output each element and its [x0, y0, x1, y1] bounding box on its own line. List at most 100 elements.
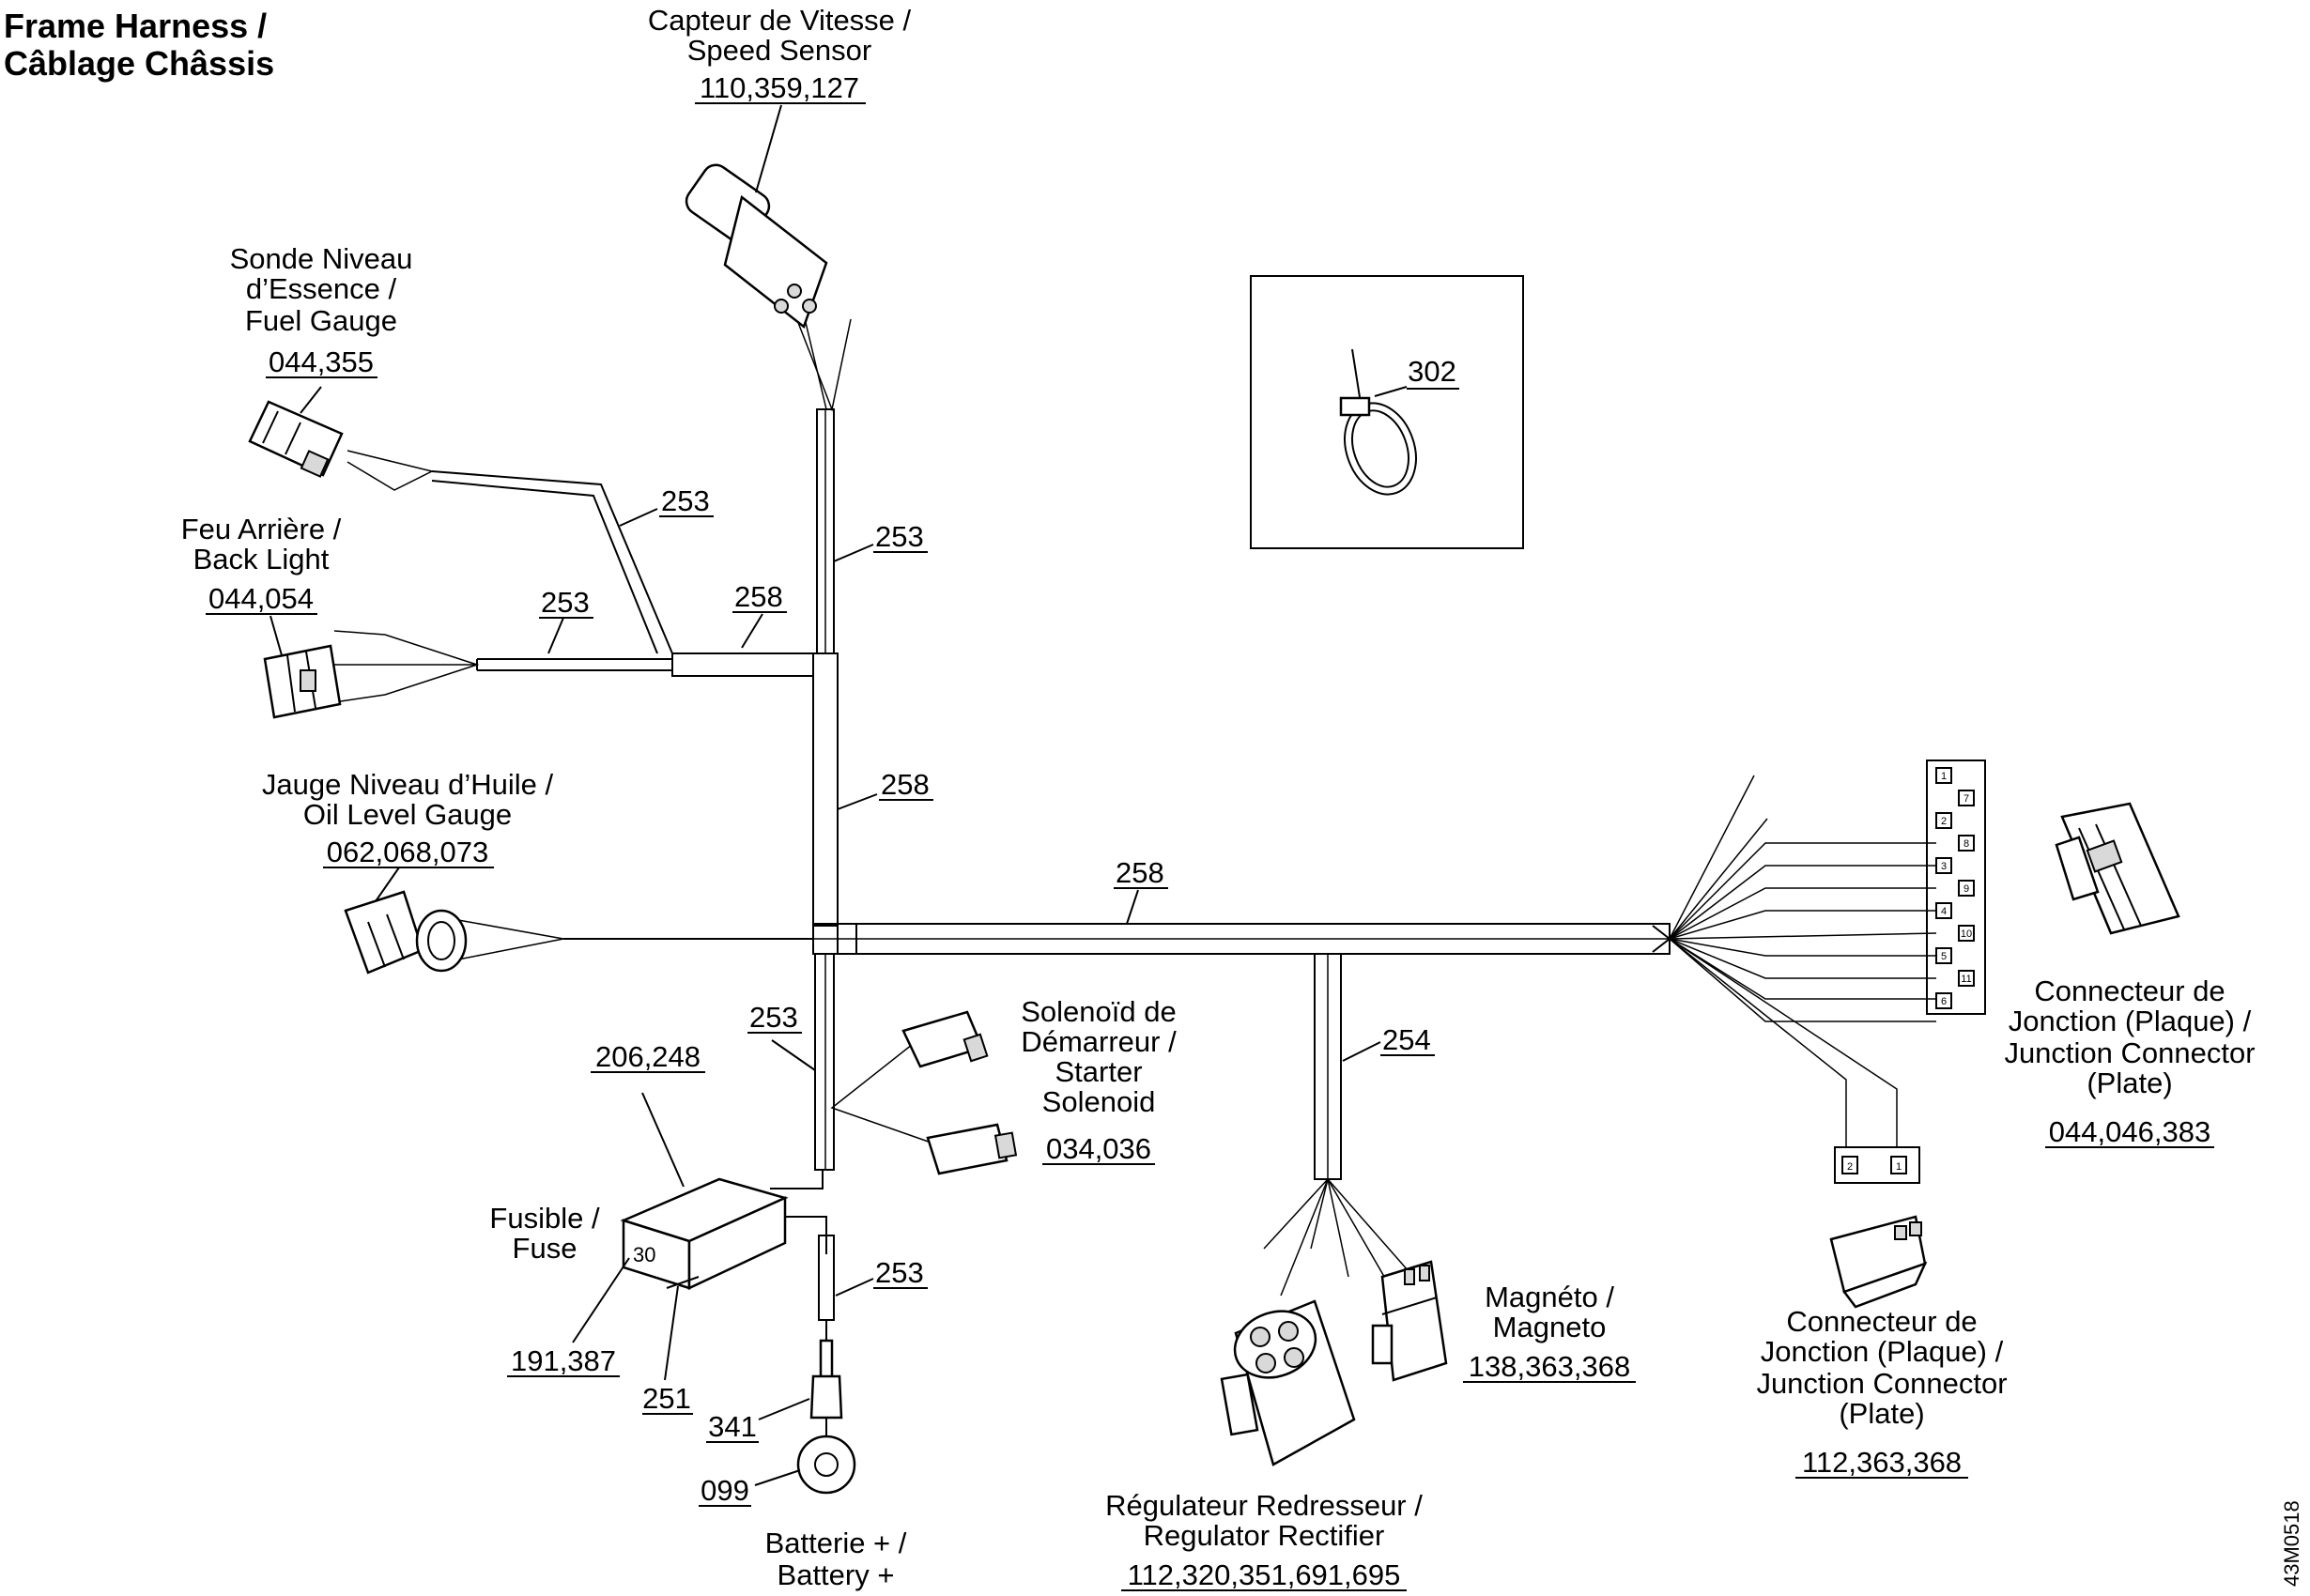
- junction-2-pin-1: [1894, 1225, 1907, 1240]
- oil-gauge-cap-inner: [427, 921, 455, 960]
- magneto-pin-1: [1404, 1268, 1415, 1285]
- cable-tie-inset: 302: [1250, 275, 1524, 549]
- oil-gauge-ref: 062,068,073: [327, 836, 488, 868]
- fan-wire-4: [1669, 865, 1936, 940]
- cable-tie-leader: [1374, 386, 1408, 397]
- fuse-ref: 191,387: [511, 1344, 616, 1377]
- regulator-wires-a: [1263, 1178, 1329, 1297]
- callout-253-bl: 253: [541, 586, 590, 619]
- pin-box-2: [1935, 812, 1952, 829]
- junction-1-body: [2060, 802, 2180, 935]
- battery-label-2: Battery +: [778, 1558, 895, 1591]
- harness-callouts: 253 253 253 258 258 258 253 254 253: [539, 484, 1435, 1297]
- fuse-holder-leader: [641, 1092, 685, 1188]
- solenoid-label-3: Starter: [1055, 1055, 1142, 1088]
- regulator-label-1: Régulateur Redresseur /: [1105, 1489, 1423, 1522]
- pin-label-4: 3: [1941, 861, 1947, 872]
- fuse-label-1: Fusible /: [489, 1202, 600, 1235]
- battery-terminal-barrel: [809, 1374, 843, 1420]
- magneto-latch: [1371, 1324, 1394, 1365]
- solenoid-label-4: Solenoid: [1042, 1085, 1156, 1118]
- junction-2-pin-2: [1909, 1221, 1922, 1236]
- oil-gauge-body: [344, 890, 424, 974]
- fan-wire-8: [1669, 938, 1936, 957]
- oil-gauge-wire-fan: [457, 919, 564, 960]
- solenoid-label-1: Solenoïd de: [1021, 995, 1176, 1028]
- fuse-holder: 30 206,248 Fusible / Fuse 191,387 251: [489, 1040, 827, 1415]
- magneto-label-2: Magneto: [1493, 1311, 1607, 1343]
- fan-wire-5: [1669, 887, 1936, 940]
- callout-254-leader: [1342, 1041, 1381, 1062]
- title-line-2: Câblage Châssis: [4, 44, 274, 83]
- fuel-gauge-connector: Sonde Niveau d’Essence / Fuel Gauge 044,…: [230, 242, 435, 491]
- pin-box-8: [1935, 947, 1952, 964]
- callout-258-mt-leader: [1126, 889, 1139, 925]
- fan-wire-1: [1669, 775, 1755, 940]
- magneto-ref: 138,363,368: [1469, 1350, 1630, 1383]
- junction-2-label-1: Connecteur de: [1786, 1305, 1977, 1338]
- pin-label-9: 11: [1961, 974, 1971, 985]
- pin-box-0: [1935, 767, 1952, 784]
- junction-1-ref: 044,046,383: [2049, 1115, 2210, 1148]
- regulator-latch: [1220, 1373, 1259, 1436]
- oil-level-gauge-connector: Jauge Niveau d’Huile / Oil Level Gauge 0…: [262, 768, 813, 974]
- pin-label-0: 1: [1941, 771, 1947, 782]
- fuel-gauge-label-1: Sonde Niveau: [230, 242, 413, 275]
- pin-label-10: 6: [1941, 996, 1947, 1007]
- speed-sensor-ref: 110,359,127: [700, 71, 859, 104]
- battery-crimp: [819, 1339, 834, 1380]
- magneto-wire-1: [1327, 1178, 1391, 1287]
- junction-2-ref: 112,363,368: [1802, 1446, 1962, 1479]
- battery-lead: 341 099 Batterie + / Battery +: [699, 1235, 907, 1591]
- junction-pin-block-bottom: 2 1: [1834, 1146, 1920, 1184]
- magneto-pin-2: [1419, 1265, 1430, 1281]
- callout-258-vm-leader: [837, 793, 878, 810]
- fuse-leader-251: [664, 1285, 679, 1381]
- callout-258-jl-leader: [741, 613, 763, 649]
- fuel-gauge-ref: 044,355: [269, 345, 374, 378]
- fuse-feed-wire: [770, 1170, 824, 1189]
- cable-tie-loop-inner: [1351, 409, 1409, 488]
- pin-box-10: [1935, 992, 1952, 1009]
- junction-1-label-3: Junction Connector: [2004, 1036, 2255, 1069]
- junction-connector-plate-2: Connecteur de Jonction (Plaque) / Juncti…: [1756, 1215, 2008, 1479]
- junction-2-lip: [1841, 1261, 1928, 1309]
- fan-wire-2: [1669, 818, 1768, 940]
- junction-1-label-2: Jonction (Plaque) /: [2009, 1005, 2252, 1037]
- oil-gauge-label-1: Jauge Niveau d’Huile /: [262, 768, 554, 801]
- fuse-ref-2: 251: [642, 1382, 691, 1415]
- battery-ref: 099: [701, 1474, 749, 1507]
- fuel-gauge-body: [248, 400, 344, 477]
- callout-253-bt-leader: [835, 1278, 874, 1297]
- pin-label-1: 7: [1964, 793, 1969, 805]
- junction-1-rib-1: [2078, 827, 2125, 930]
- pin-label-5: 9: [1964, 883, 1969, 895]
- drawing-code: 43M0518: [2280, 1500, 2303, 1587]
- back-light-label-1: Feu Arrière /: [181, 513, 342, 545]
- fuel-gauge-label-3: Fuel Gauge: [245, 304, 397, 337]
- cable-tie-head: [1339, 396, 1371, 417]
- magneto-label-1: Magnéto /: [1485, 1281, 1614, 1313]
- junction-1-rib-2: [2095, 823, 2142, 927]
- speed-sensor-connector: Capteur de Vitesse / Speed Sensor 110,35…: [648, 4, 912, 412]
- starter-solenoid-connectors: Solenoïd de Démarreur / Starter Solenoid…: [830, 995, 1177, 1175]
- solenoid-wires: [830, 1022, 940, 1146]
- pin-box-3: [1958, 835, 1975, 852]
- callout-258-jl: 258: [734, 580, 783, 613]
- pin-box-9: [1958, 970, 1975, 987]
- callout-253-bt: 253: [875, 1256, 924, 1289]
- fan-wire-3: [1669, 842, 1936, 940]
- back-light-ref: 044,054: [208, 582, 314, 615]
- battery-leader-341: [758, 1398, 810, 1420]
- fan-wire-13: [1669, 938, 1898, 1147]
- junction-wire-fan: [1652, 775, 1937, 1147]
- junction-2-label-2: Jonction (Plaque) /: [1761, 1335, 2004, 1368]
- pin-box-7: [1958, 925, 1975, 942]
- pin-label-6: 4: [1941, 906, 1947, 917]
- fuse-leader-191: [572, 1257, 630, 1343]
- fuse-clip: [666, 1276, 700, 1289]
- regulator-pin-4: [1284, 1347, 1304, 1368]
- speed-sensor-label-1: Capteur de Vitesse /: [648, 4, 912, 37]
- magneto-connector: Magnéto / Magneto 138,363,368: [1371, 1260, 1636, 1383]
